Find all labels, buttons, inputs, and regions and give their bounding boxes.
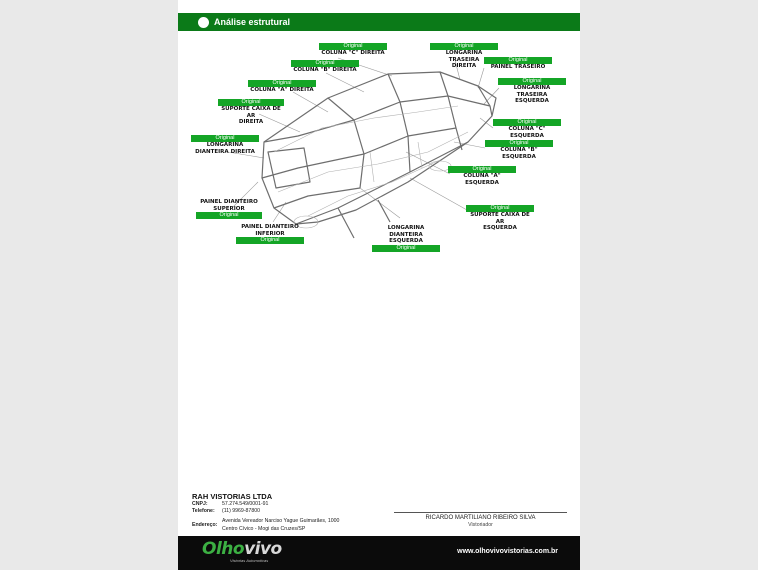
callout-label: SUPORTE CAIXA DE AR bbox=[470, 212, 530, 225]
status-badge: Original bbox=[248, 80, 316, 87]
section-title: Análise estrutural bbox=[214, 17, 291, 27]
callout-label: LONGARINA TRASEIRA bbox=[513, 85, 551, 98]
status-badge: Original bbox=[372, 244, 440, 252]
callout-label: DIANTEIRA DIREITA bbox=[195, 148, 255, 155]
status-badge: Original bbox=[485, 140, 553, 147]
callout-coluna-a-direita: Original COLUNA "A" DIREITA bbox=[248, 80, 316, 94]
inspector-role: Vistoriador bbox=[468, 522, 493, 528]
status-badge: Original bbox=[466, 205, 534, 212]
callout-painel-dianteiro-inferior: PAINEL DIANTEIRO INFERIOR Original bbox=[236, 224, 304, 244]
callout-suporte-caixa-ar-esquerda: Original SUPORTE CAIXA DE AR ESQUERDA bbox=[466, 205, 534, 232]
callout-label: DIREITA bbox=[451, 63, 477, 69]
logo-tagline: Vistorias Automotivas bbox=[230, 558, 269, 563]
callout-label: ESQUERDA bbox=[515, 98, 549, 104]
callout-label: COLUNA "A" ESQUERDA bbox=[463, 173, 501, 186]
website-link[interactable]: www.olhovivovistorias.com.br bbox=[457, 548, 558, 555]
status-badge: Original bbox=[196, 212, 262, 219]
address-line-1: Avenida Vereador Narciso Yague Guimarães… bbox=[222, 518, 340, 524]
callout-painel-dianteiro-superior: PAINEL DIANTEIRO SUPERIOR Original bbox=[196, 199, 262, 219]
callout-label: ESQUERDA bbox=[389, 238, 423, 244]
callout-coluna-c-esquerda: Original COLUNA "C" ESQUERDA bbox=[493, 119, 561, 139]
status-badge: Original bbox=[319, 43, 387, 50]
callout-label: LONGARINA bbox=[206, 142, 244, 148]
callout-label: ESQUERDA bbox=[483, 225, 517, 231]
phone-value: (11) 9969-87800 bbox=[222, 508, 260, 514]
callout-longarina-dianteira-esquerda: LONGARINA DIANTEIRA ESQUERDA Original bbox=[372, 225, 440, 252]
footer-bar: Olhovivo Vistorias Automotivas www.olhov… bbox=[178, 536, 580, 570]
status-badge: Original bbox=[484, 57, 552, 64]
status-badge: Original bbox=[218, 99, 284, 106]
callout-label: COLUNA "B" DIREITA bbox=[293, 67, 357, 73]
status-badge: Original bbox=[430, 43, 498, 50]
callout-coluna-b-esquerda: Original COLUNA "B" ESQUERDA bbox=[485, 140, 553, 160]
cnpj-row: CNPJ: 57.274.549/0001-91 bbox=[192, 501, 268, 507]
callout-label: COLUNA "A" DIREITA bbox=[250, 87, 314, 93]
cnpj-value: 57.274.549/0001-91 bbox=[222, 501, 269, 507]
status-badge: Original bbox=[493, 119, 561, 126]
car-body-illustration bbox=[227, 57, 500, 239]
callout-coluna-b-direita: Original COLUNA "B" DIREITA bbox=[291, 60, 359, 74]
status-badge: Original bbox=[291, 60, 359, 67]
olhovivo-logo: Olhovivo bbox=[202, 539, 282, 559]
company-name: RAH VISTORIAS LTDA bbox=[192, 492, 273, 501]
inspector-name: RICARDO MARTILIANO RIBEIRO SILVA bbox=[425, 515, 536, 521]
section-header: Análise estrutural bbox=[178, 13, 580, 31]
callout-longarina-traseira-esquerda: Original LONGARINA TRASEIRA ESQUERDA bbox=[498, 78, 566, 105]
callout-longarina-dianteira-direita: Original LONGARINA DIANTEIRA DIREITA bbox=[191, 135, 259, 155]
status-badge: Original bbox=[498, 78, 566, 85]
structural-diagram: Original COLUNA "C" DIREITA Original COL… bbox=[178, 32, 580, 260]
callout-painel-traseiro: Original PAINEL TRASEIRO bbox=[484, 57, 552, 71]
address-label: Endereço: bbox=[192, 522, 218, 528]
callout-label: LONGARINA DIANTEIRA bbox=[387, 225, 425, 238]
callout-label: SUPORTE CAIXA DE AR bbox=[221, 106, 281, 119]
callout-coluna-a-esquerda: Original COLUNA "A" ESQUERDA bbox=[448, 166, 516, 186]
status-badge: Original bbox=[191, 135, 259, 142]
body-details bbox=[273, 105, 469, 229]
body-frame bbox=[261, 71, 497, 239]
callout-label: DIREITA bbox=[238, 119, 264, 125]
address-row: Endereço: Avenida Vereador Narciso Yague… bbox=[192, 517, 339, 533]
address-line-2: Centro Cívico - Mogi das Cruzes/SP bbox=[222, 526, 306, 532]
callout-label: COLUNA "C" ESQUERDA bbox=[508, 126, 546, 139]
report-page: Análise estrutural bbox=[178, 0, 580, 570]
callout-label: COLUNA "C" DIREITA bbox=[321, 50, 385, 56]
callout-label: INFERIOR bbox=[255, 230, 285, 237]
status-badge: Original bbox=[236, 237, 304, 244]
callout-label: PAINEL TRASEIRO bbox=[490, 64, 546, 70]
callout-label: PAINEL DIANTEIRO bbox=[200, 199, 258, 205]
signature-line bbox=[394, 512, 567, 513]
callout-label: SUPERIOR bbox=[213, 205, 245, 212]
callout-coluna-c-direita: Original COLUNA "C" DIREITA bbox=[319, 43, 387, 57]
callout-label: LONGARINA TRASEIRA bbox=[445, 50, 483, 63]
phone-label: Telefone: bbox=[192, 508, 215, 514]
callout-label: COLUNA "B" ESQUERDA bbox=[500, 147, 538, 160]
status-badge: Original bbox=[448, 166, 516, 173]
callout-label: PAINEL DIANTEIRO bbox=[241, 224, 299, 230]
phone-row: Telefone: (11) 9969-87800 bbox=[192, 508, 260, 514]
callout-suporte-caixa-ar-direita: Original SUPORTE CAIXA DE AR DIREITA bbox=[218, 99, 284, 126]
callout-longarina-traseira-direita: Original LONGARINA TRASEIRA DIREITA bbox=[430, 43, 498, 70]
cnpj-label: CNPJ: bbox=[192, 501, 208, 507]
circle-icon bbox=[198, 16, 209, 28]
